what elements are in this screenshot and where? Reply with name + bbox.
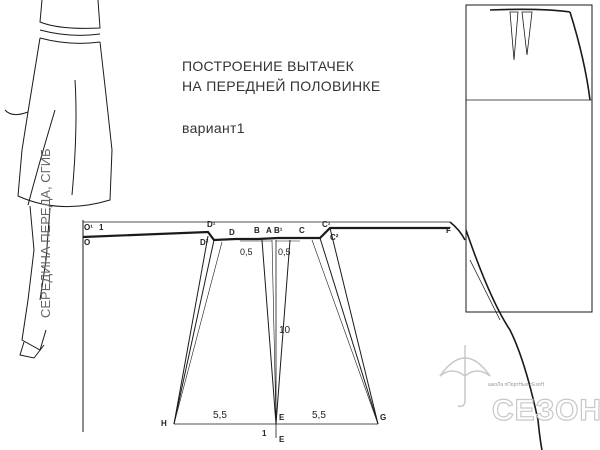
- point-one-top: 1: [99, 223, 104, 232]
- point-c1: C¹: [322, 220, 331, 229]
- point-c: C: [299, 226, 305, 235]
- point-a: A: [266, 226, 272, 235]
- point-one-bottom: 1: [262, 429, 267, 438]
- dim-left-half: 5,5: [213, 410, 227, 421]
- point-b: B: [254, 226, 260, 235]
- title-line-1: ПОСТРОЕНИЕ ВЫТАЧЕК: [182, 58, 355, 74]
- point-f: F: [446, 226, 451, 235]
- dim-offset-right: 0,5: [278, 247, 291, 257]
- logo-name: СЕЗОН: [492, 394, 600, 427]
- dim-right-half: 5,5: [312, 410, 326, 421]
- point-o1: O¹: [84, 223, 93, 232]
- dim-offset-left: 0,5: [240, 247, 253, 257]
- dim-dart-length: 10: [279, 325, 291, 336]
- point-b1: B¹: [274, 226, 283, 235]
- variant-label: вариант1: [182, 120, 245, 136]
- center-front-fold-label: СЕРЕДИНА ПЕРЕДА, СГИБ: [38, 148, 53, 318]
- point-e: E: [279, 413, 285, 422]
- point-h: H: [161, 419, 167, 428]
- dress-sketch: [4, 0, 113, 359]
- logo-tagline: шкоЛа пПортНых сЕзоН: [488, 382, 545, 388]
- point-o: O: [84, 238, 90, 247]
- title-line-2: НА ПЕРЕДНЕЙ ПОЛОВИНКЕ: [182, 78, 381, 94]
- point-g: G: [380, 413, 386, 422]
- point-d: D: [229, 228, 235, 237]
- skirt-draft-right: [465, 4, 593, 450]
- point-e-bottom: E: [279, 435, 285, 444]
- dimension-labels: 5,5 5,5 10 0,5 0,5: [213, 247, 326, 421]
- point-c2: C²: [330, 233, 339, 242]
- point-d1: D¹: [207, 220, 216, 229]
- main-draft: [82, 220, 466, 438]
- umbrella-logo-icon: [439, 345, 491, 408]
- point-d2: D²: [200, 238, 209, 247]
- point-labels: O¹ 1 O D¹ D² D B A B¹ C C¹ C² F H E G E …: [84, 220, 451, 444]
